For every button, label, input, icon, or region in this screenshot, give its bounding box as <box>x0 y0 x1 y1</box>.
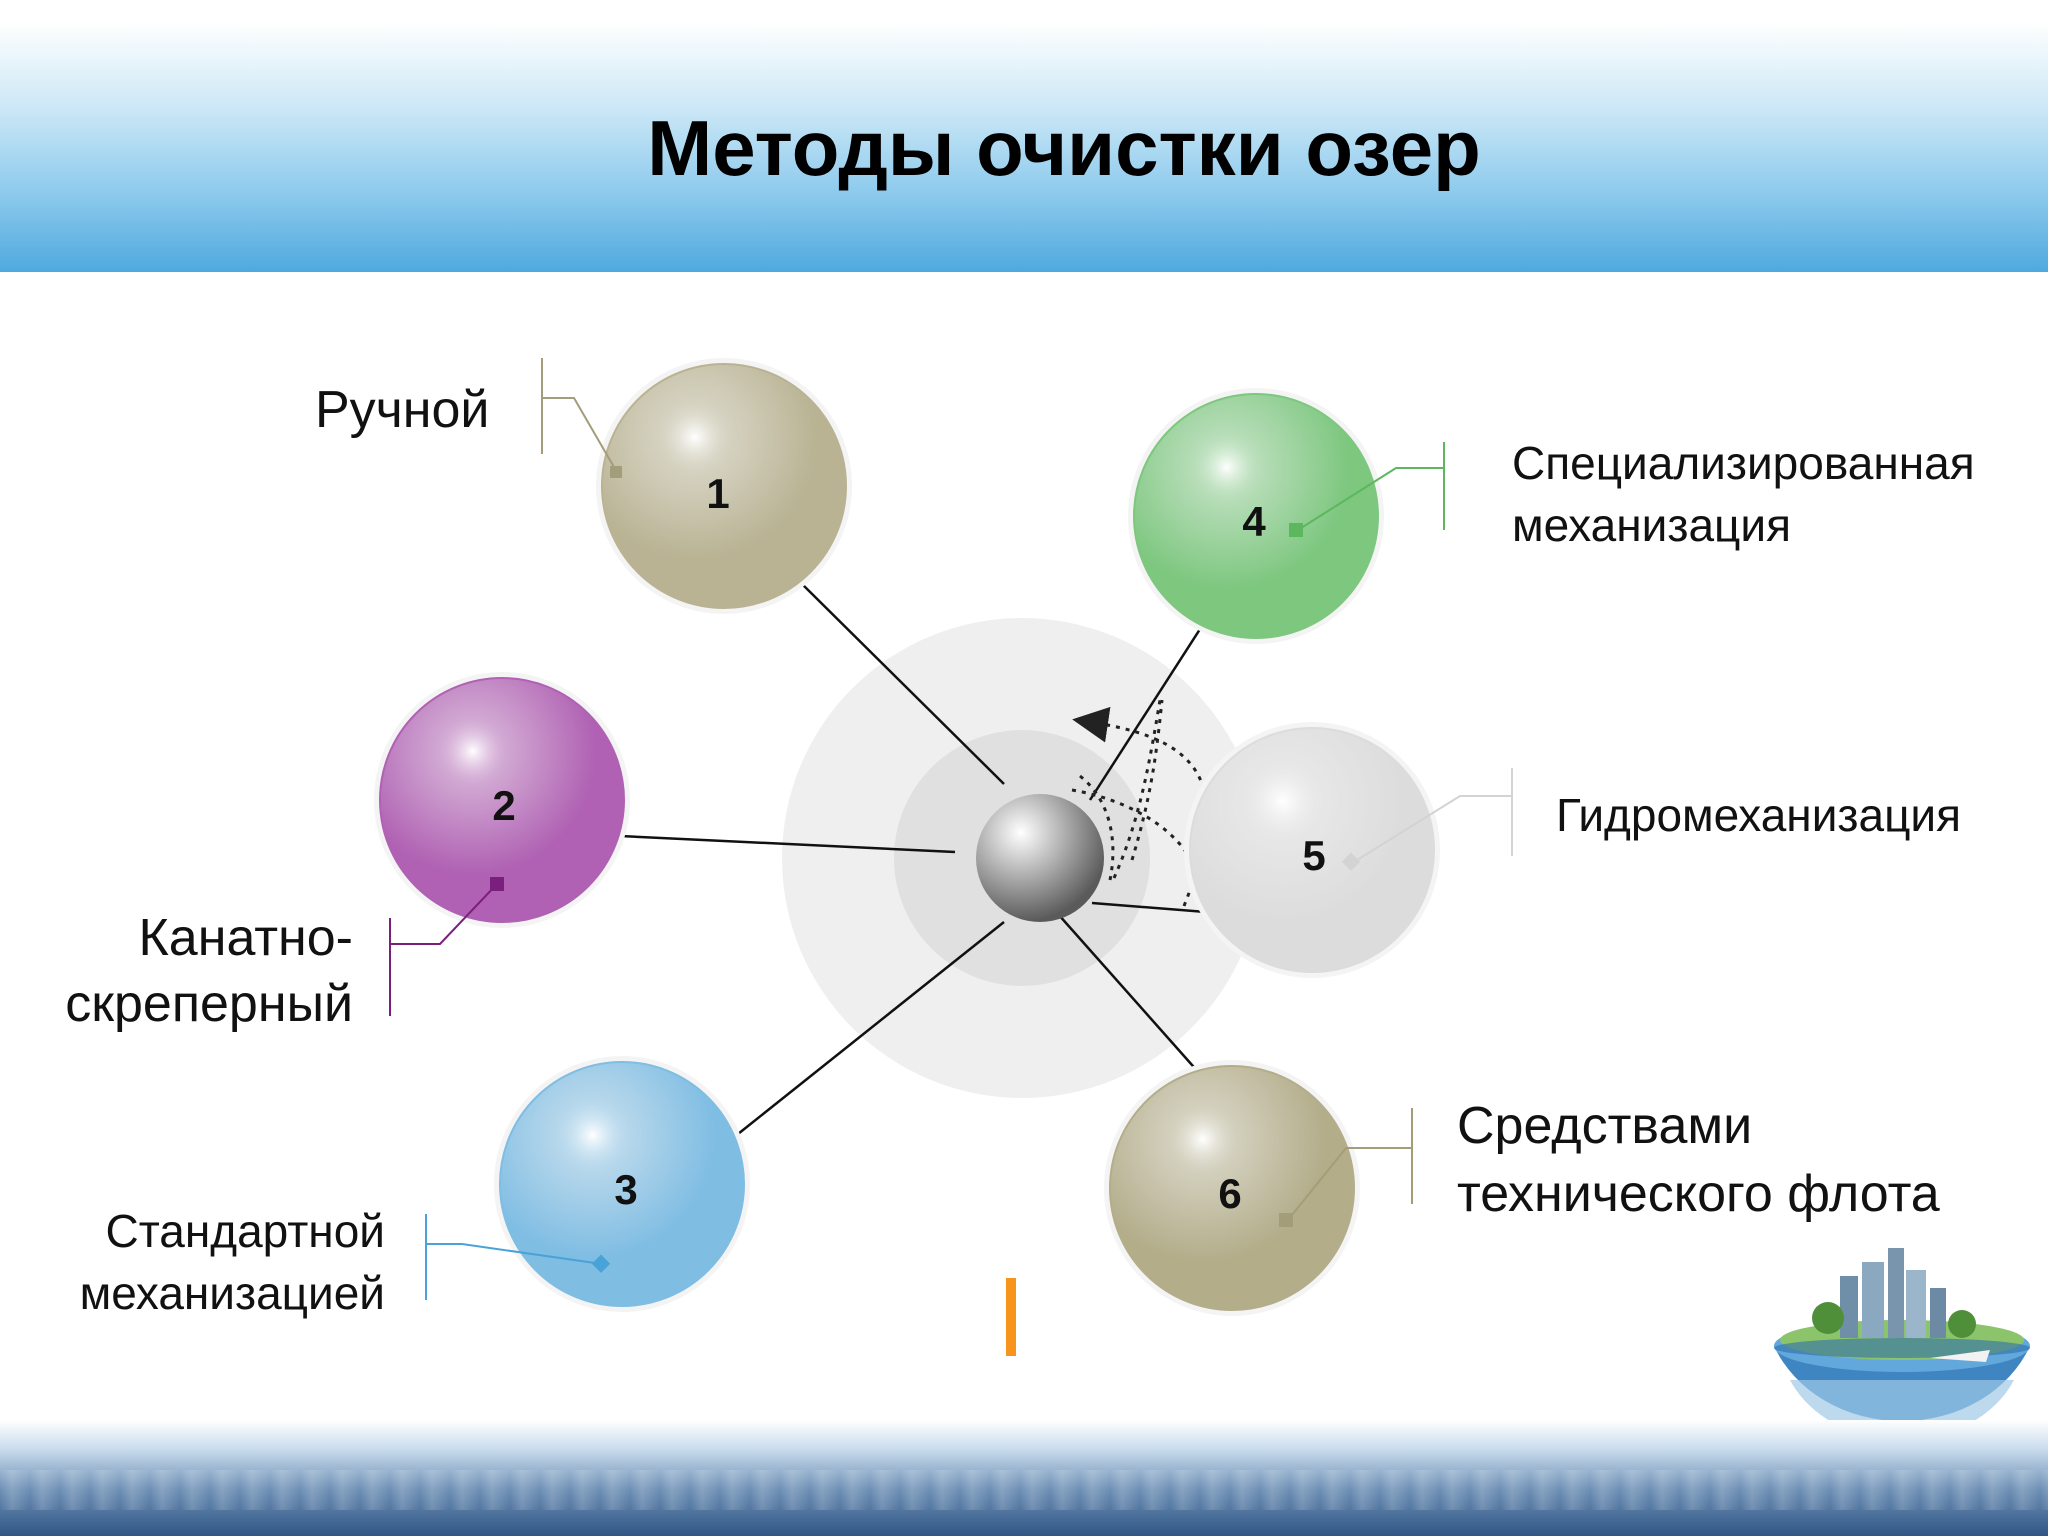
method-number-1: 1 <box>706 470 729 517</box>
footer-shine <box>0 1470 2048 1510</box>
dotted-arrow-vertical-1 <box>1112 699 1162 879</box>
method-sphere-2 <box>379 677 625 923</box>
method-sphere-1 <box>601 363 847 609</box>
method-number-2: 2 <box>492 782 515 829</box>
method-sphere-4 <box>1133 393 1379 639</box>
method-sphere-6 <box>1109 1065 1355 1311</box>
silver-sphere-icon <box>976 794 1104 922</box>
connector-3 <box>737 921 1005 1135</box>
method-label-2: Канатно- скреперный <box>65 909 353 1033</box>
bracket-2 <box>389 877 504 1016</box>
header-band <box>0 0 2048 272</box>
method-sphere-5 <box>1189 727 1435 973</box>
page-title: Методы очистки озер <box>647 104 1481 192</box>
dotted-arrow-inner <box>1071 788 1198 871</box>
method-number-6: 6 <box>1218 1170 1241 1217</box>
connector-2 <box>619 834 956 854</box>
footer-band <box>0 1420 2048 1536</box>
bracket-5 <box>1341 768 1513 871</box>
method-label-5: Гидромеханизация <box>1556 789 1962 841</box>
bracket-4 <box>1289 442 1445 537</box>
method-label-6: Средствами технического флота <box>1457 1097 1940 1223</box>
accent-bar <box>1006 1278 1016 1356</box>
method-label-1: Ручной <box>315 381 490 439</box>
method-sphere-3 <box>499 1061 745 1307</box>
bracket-3 <box>425 1214 611 1300</box>
dotted-arrow-curve <box>1072 706 1209 907</box>
connector-6 <box>1057 913 1201 1075</box>
bracket-1 <box>541 358 622 478</box>
bracket-6 <box>1279 1108 1413 1227</box>
method-number-5: 5 <box>1302 832 1325 879</box>
method-number-3: 3 <box>614 1166 637 1213</box>
connector-5 <box>1091 901 1207 914</box>
connector-1 <box>799 581 1005 785</box>
method-number-4: 4 <box>1242 498 1266 545</box>
connector-4 <box>1088 625 1204 801</box>
method-label-3: Стандартной механизацией <box>79 1205 385 1319</box>
dotted-arrow-vertical-2 <box>1130 699 1164 861</box>
dotted-arrow-inner-2 <box>1079 774 1115 881</box>
globe-city-icon <box>1774 1248 2030 1441</box>
method-label-4: Специализированная механизация <box>1512 437 1975 551</box>
